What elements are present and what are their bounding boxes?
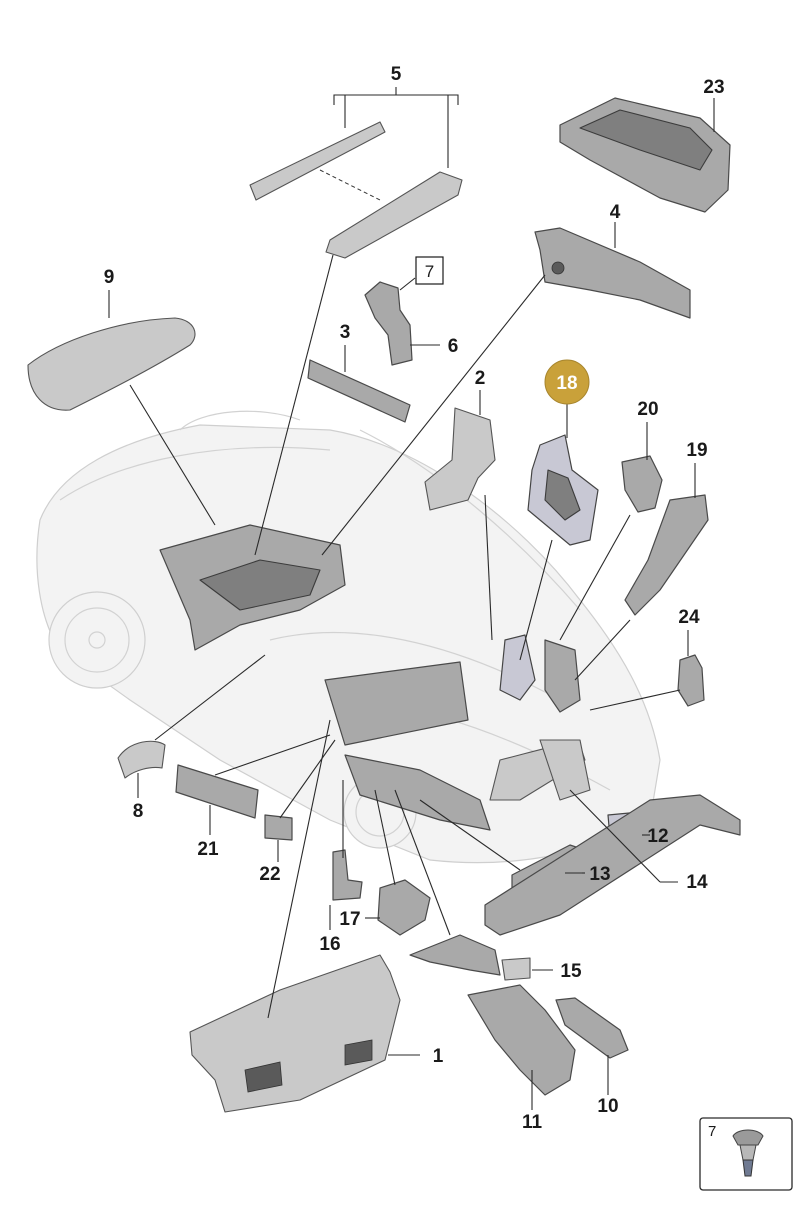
callout-21: 21 [197, 839, 219, 860]
ref-box-7-label: 7 [425, 262, 434, 281]
part-4-panel [534, 227, 691, 319]
part-2-trim [424, 407, 496, 511]
callout-24: 24 [678, 607, 700, 628]
inset-fastener-7: 7 [699, 1117, 793, 1191]
part-21-pad [175, 764, 259, 819]
callout-17: 17 [339, 909, 360, 930]
leader-lines [108, 87, 715, 1110]
callout-3: 3 [340, 322, 351, 343]
part-23-tray [559, 97, 731, 213]
callout-9: 9 [104, 267, 115, 288]
part-6-bracket [364, 281, 413, 366]
part-22-pad [264, 814, 293, 841]
callout-18-highlight[interactable]: 18 [544, 359, 590, 405]
part-16-bracket [332, 849, 363, 901]
callout-8: 8 [133, 801, 144, 822]
callout-11: 11 [522, 1112, 543, 1133]
callout-6: 6 [448, 336, 459, 357]
callout-5: 5 [391, 64, 402, 85]
assembly-front-parts [324, 634, 591, 831]
callout-1: 1 [433, 1046, 444, 1067]
callout-15: 15 [560, 961, 582, 982]
part-18-insulation [527, 434, 599, 546]
callout-22: 22 [259, 864, 280, 885]
assembly-rear-firewall [159, 524, 346, 651]
part-5-strips [249, 121, 463, 259]
ref-box-7: 7 [415, 256, 444, 285]
part-19-duct [624, 494, 709, 616]
callout-4: 4 [610, 202, 621, 223]
part-10-mount [555, 997, 629, 1059]
callout-19: 19 [686, 440, 707, 461]
part-20-insulation [621, 455, 663, 513]
part-1-firewall [189, 954, 401, 1113]
callout-23: 23 [703, 77, 724, 98]
part-17-bracket [377, 879, 431, 936]
callout-18[interactable]: 18 [556, 373, 577, 394]
part-15-ducts [409, 934, 531, 981]
callout-12: 12 [647, 826, 668, 847]
callout-10: 10 [597, 1096, 618, 1117]
clip-fastener-icon [732, 1129, 764, 1177]
callout-20: 20 [637, 399, 658, 420]
part-8-arch [117, 740, 166, 779]
inset-label: 7 [708, 1123, 716, 1140]
callout-14: 14 [686, 872, 708, 893]
callout-labels: 5 23 4 9 6 3 2 20 19 24 8 21 22 12 13 14… [104, 64, 725, 1133]
callout-18-badge[interactable] [544, 359, 590, 405]
part-11-mount [467, 984, 576, 1096]
part-3-strip [307, 359, 411, 423]
callout-16: 16 [319, 934, 340, 955]
part-14-frame [484, 794, 741, 936]
callout-13: 13 [589, 864, 610, 885]
part-9-cover [27, 317, 196, 411]
callout-2: 2 [475, 368, 486, 389]
part-24-block [677, 654, 705, 707]
